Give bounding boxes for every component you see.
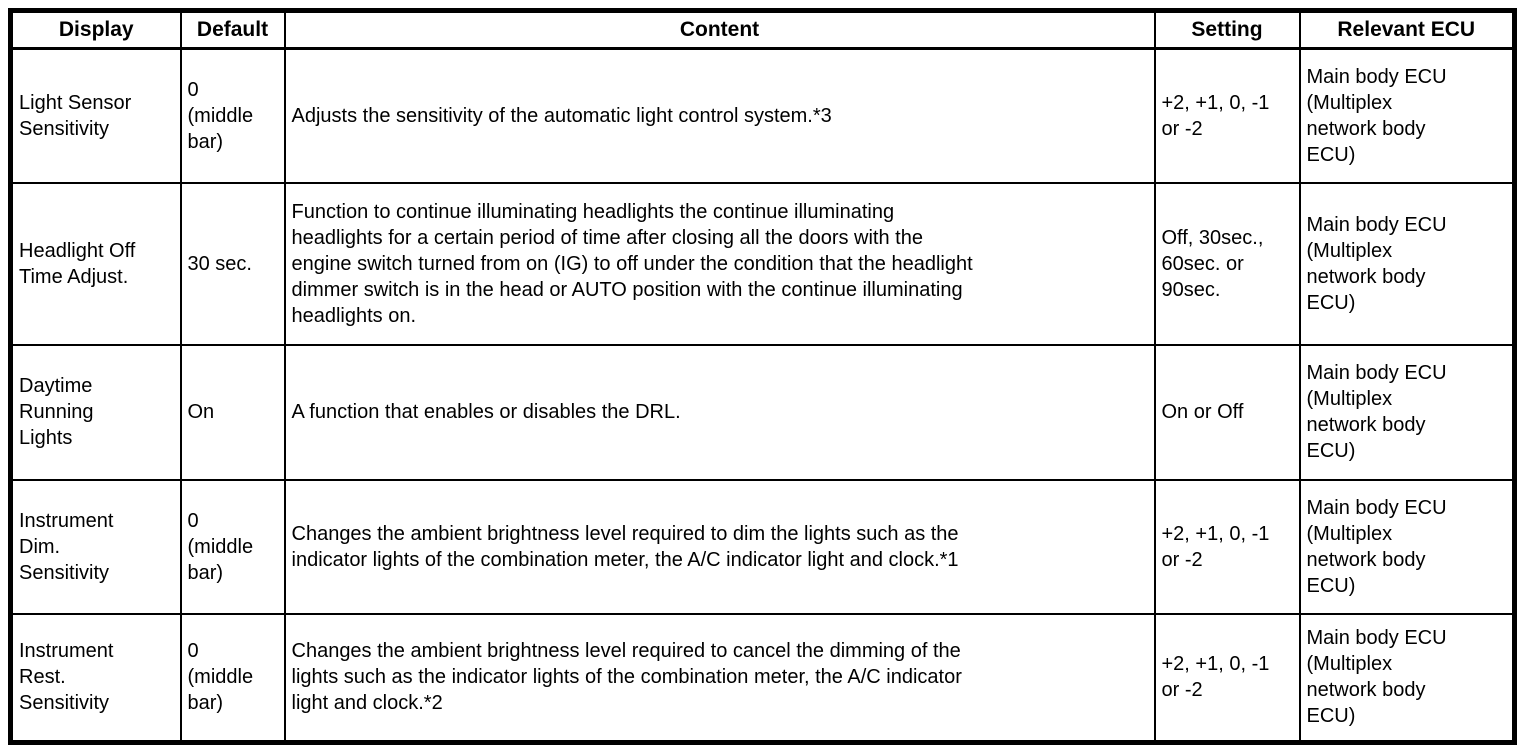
column-header-display: Display bbox=[9, 9, 182, 50]
cell-display: Light Sensor Sensitivity bbox=[9, 47, 182, 184]
column-header-relevant-ecu: Relevant ECU bbox=[1298, 9, 1516, 50]
cell-setting: Off, 30sec., 60sec. or 90sec. bbox=[1153, 181, 1301, 346]
cell-default: On bbox=[179, 343, 286, 481]
cell-default: 0 (middle bar) bbox=[179, 47, 286, 184]
header-row: Display Default Content Setting Relevant… bbox=[9, 9, 1516, 50]
cell-setting: +2, +1, 0, -1 or -2 bbox=[1153, 612, 1301, 744]
cell-display: Instrument Dim. Sensitivity bbox=[9, 478, 182, 615]
cell-default: 0 (middle bar) bbox=[179, 612, 286, 744]
cell-default: 0 (middle bar) bbox=[179, 478, 286, 615]
cell-relevant-ecu: Main body ECU (Multiplex network body EC… bbox=[1298, 612, 1516, 744]
table-row-headlight-off-time-adjust: Headlight Off Time Adjust. 30 sec. Funct… bbox=[9, 181, 1516, 346]
table-row-instrument-dim-sensitivity: Instrument Dim. Sensitivity 0 (middle ba… bbox=[9, 478, 1516, 615]
cell-content: Adjusts the sensitivity of the automatic… bbox=[283, 47, 1156, 184]
cell-setting: +2, +1, 0, -1 or -2 bbox=[1153, 47, 1301, 184]
table-row-instrument-rest-sensitivity: Instrument Rest. Sensitivity 0 (middle b… bbox=[9, 612, 1516, 744]
cell-display: Instrument Rest. Sensitivity bbox=[9, 612, 182, 744]
cell-relevant-ecu: Main body ECU (Multiplex network body EC… bbox=[1298, 343, 1516, 481]
settings-table: Display Default Content Setting Relevant… bbox=[8, 8, 1517, 745]
table-row-light-sensor-sensitivity: Light Sensor Sensitivity 0 (middle bar) … bbox=[9, 47, 1516, 184]
column-header-content: Content bbox=[283, 9, 1156, 50]
cell-relevant-ecu: Main body ECU (Multiplex network body EC… bbox=[1298, 181, 1516, 346]
cell-display: Daytime Running Lights bbox=[9, 343, 182, 481]
cell-content: Changes the ambient brightness level req… bbox=[283, 612, 1156, 744]
column-header-setting: Setting bbox=[1153, 9, 1301, 50]
column-header-default: Default bbox=[179, 9, 286, 50]
cell-setting: On or Off bbox=[1153, 343, 1301, 481]
cell-content: Function to continue illuminating headli… bbox=[283, 181, 1156, 346]
cell-content: A function that enables or disables the … bbox=[283, 343, 1156, 481]
cell-display: Headlight Off Time Adjust. bbox=[9, 181, 182, 346]
cell-content: Changes the ambient brightness level req… bbox=[283, 478, 1156, 615]
cell-default: 30 sec. bbox=[179, 181, 286, 346]
cell-relevant-ecu: Main body ECU (Multiplex network body EC… bbox=[1298, 478, 1516, 615]
cell-setting: +2, +1, 0, -1 or -2 bbox=[1153, 478, 1301, 615]
table-row-daytime-running-lights: Daytime Running Lights On A function tha… bbox=[9, 343, 1516, 481]
cell-relevant-ecu: Main body ECU (Multiplex network body EC… bbox=[1298, 47, 1516, 184]
